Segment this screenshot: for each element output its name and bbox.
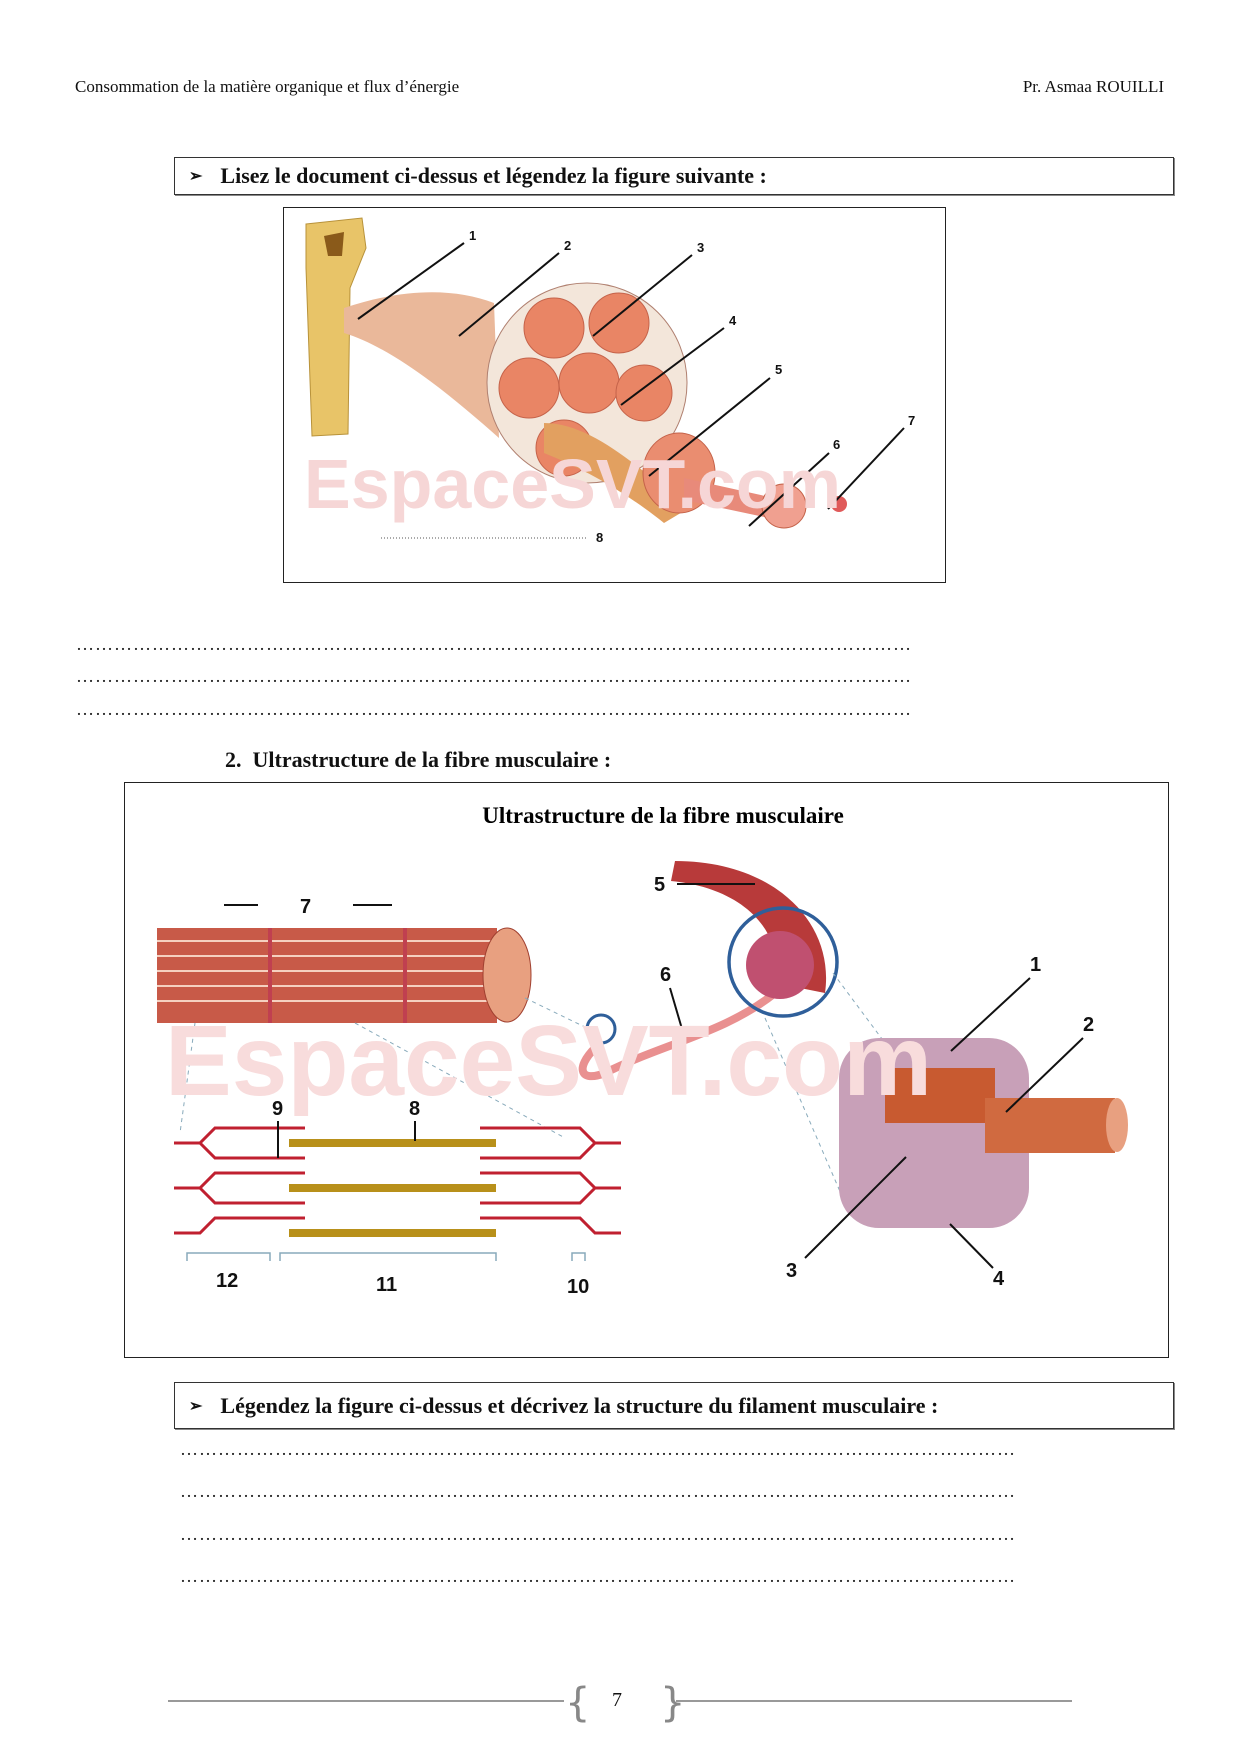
- header-course-title: Consommation de la matière organique et …: [75, 77, 460, 96]
- answer-line: ……………………………………………………………………………………………………………: [180, 1439, 1016, 1459]
- answer-line: ……………………………………………………………………………………………………………: [180, 1481, 1016, 1501]
- section-number: 2.: [225, 747, 242, 772]
- label-4: 4: [993, 1268, 1005, 1290]
- arrow-bullet-icon: ➢: [189, 1397, 203, 1415]
- page-number: 7: [612, 1689, 622, 1711]
- label-2: 2: [564, 238, 571, 253]
- instruction-text-2: Légendez la figure ci-dessus et décrivez…: [220, 1392, 939, 1418]
- answer-line: ……………………………………………………………………………………………………………: [180, 1566, 1016, 1586]
- footer-rule-right: [676, 1700, 1072, 1702]
- label-7: 7: [908, 413, 915, 428]
- instruction-text-1: Lisez le document ci-dessus et légendez …: [220, 163, 767, 188]
- label-11: 11: [376, 1274, 397, 1296]
- label-7: 7: [300, 896, 311, 918]
- label-3: 3: [786, 1260, 797, 1282]
- label-1: 1: [469, 228, 476, 243]
- label-5: 5: [654, 874, 665, 896]
- bone-shape: [305, 217, 367, 437]
- instruction-box-1: ➢ Lisez le document ci-dessus et légende…: [174, 157, 1174, 195]
- footer-rule-left: [168, 1700, 564, 1702]
- answer-line: ……………………………………………………………………………………………………………: [76, 634, 912, 654]
- watermark: EspaceSVT.com: [304, 445, 841, 523]
- arrow-bullet-icon: ➢: [189, 168, 203, 185]
- instruction-box-2: ➢ Légendez la figure ci-dessus et décriv…: [174, 1382, 1174, 1429]
- muscle-anatomy-figure: EspaceSVT.com 1 2 3 4 5 6 7 8: [283, 207, 946, 583]
- ultrastructure-figure: EspaceSVT.com Ultrastructure de la fibre…: [124, 782, 1169, 1358]
- label-12: 12: [216, 1270, 238, 1292]
- label-6: 6: [660, 964, 671, 986]
- label-4: 4: [729, 313, 737, 328]
- footer-bracket-left: {: [565, 1680, 591, 1726]
- label-10: 10: [567, 1276, 589, 1298]
- label-8: 8: [409, 1098, 420, 1120]
- answer-line: ……………………………………………………………………………………………………………: [180, 1524, 1016, 1544]
- header-author: Pr. Asmaa ROUILLI: [1022, 77, 1164, 96]
- label-8: 8: [596, 530, 603, 545]
- section-title: Ultrastructure de la fibre musculaire :: [252, 747, 612, 772]
- tendon-shape: [344, 292, 499, 438]
- label-6: 6: [833, 437, 840, 452]
- myofibril-cylinder: [157, 928, 497, 1023]
- label-5: 5: [775, 362, 782, 377]
- label-2: 2: [1083, 1014, 1094, 1036]
- label-1: 1: [1030, 954, 1041, 976]
- figure-title: Ultrastructure de la fibre musculaire: [482, 803, 844, 828]
- answer-line: ……………………………………………………………………………………………………………: [76, 699, 912, 719]
- label-3: 3: [697, 240, 704, 255]
- watermark: EspaceSVT.com: [165, 1005, 932, 1117]
- section-heading: 2. Ultrastructure de la fibre musculaire…: [225, 747, 611, 773]
- footer-bracket-right: }: [660, 1680, 686, 1726]
- label-9: 9: [272, 1098, 283, 1120]
- answer-line: ……………………………………………………………………………………………………………: [76, 666, 912, 686]
